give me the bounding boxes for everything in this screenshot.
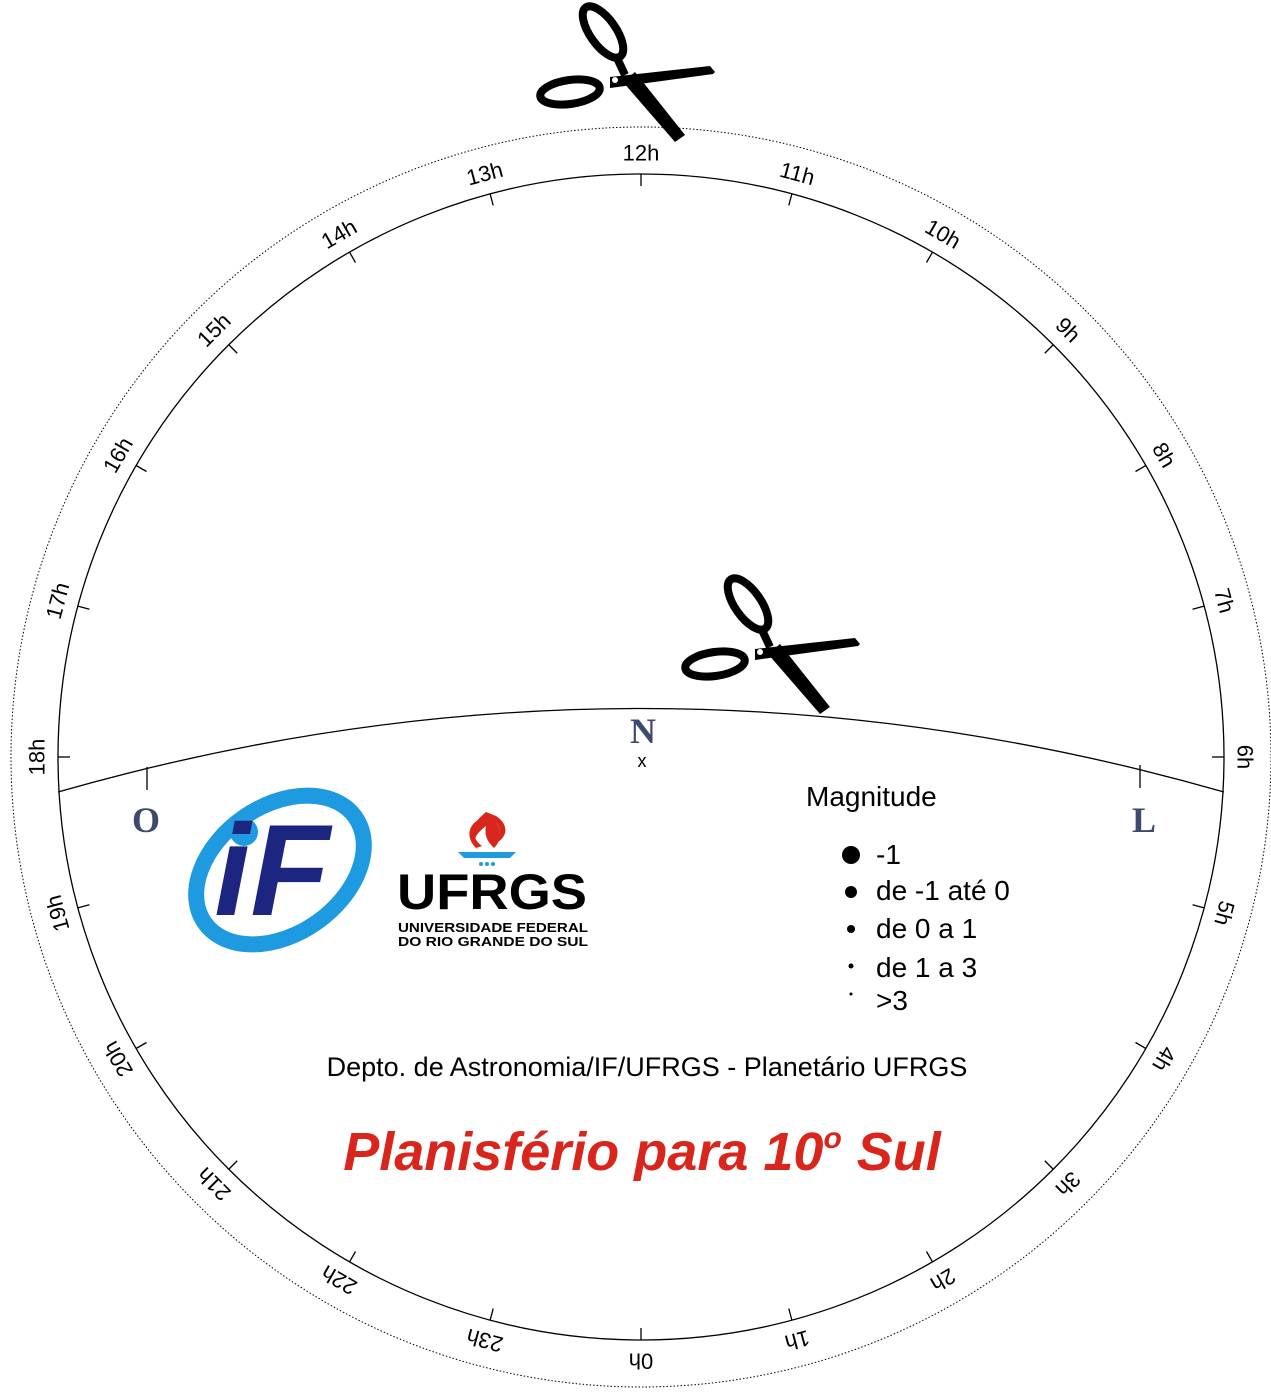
hour-label-22h: 22h [317,1260,361,1300]
ufrgs-flame-icon [471,812,506,850]
hour-tick [348,251,357,263]
credit-line: Depto. de Astronomia/IF/UFRGS - Planetár… [327,1052,968,1082]
hour-tick [135,464,147,473]
hour-tick [77,904,90,909]
legend-dot-1 [842,846,860,864]
legend-dot-3 [847,925,855,933]
hour-label-12h: 12h [623,141,660,166]
hour-tick [1192,605,1205,610]
hour-tick [925,1251,934,1263]
north-label: N [630,711,656,751]
east-label: L [1132,800,1156,840]
legend-label-5: >3 [876,985,908,1016]
hour-label-18h: 18h [25,739,50,776]
hour-label-0h: 0h [629,1349,653,1374]
hour-label-5h: 5h [1209,898,1239,928]
hour-tick [348,1251,357,1263]
hour-label-14h: 14h [317,214,361,254]
hour-label-23h: 23h [464,1324,506,1358]
hour-tick [489,193,494,206]
scissors-icon-horizon [684,572,860,714]
hour-tick [228,344,238,354]
legend-dot-5 [849,992,853,996]
legend-title: Magnitude [806,781,937,812]
west-label: O [132,800,160,840]
legend-dot-2 [845,886,857,898]
hour-label-8h: 8h [1147,438,1181,472]
ufrgs-logo: UFRGS UNIVERSIDADE FEDERAL DO RIO GRANDE… [397,812,588,949]
hour-tick [489,1308,494,1321]
hour-tick [1192,904,1205,909]
scissors-icon-top [539,0,715,142]
hour-label-3h: 3h [1051,1167,1086,1202]
hour-tick [1135,1041,1147,1050]
hour-tick [788,193,793,206]
hour-label-4h: 4h [1147,1042,1181,1076]
magnitude-legend: Magnitude -1 de -1 até 0 de 0 a 1 de 1 a… [806,781,1010,1016]
if-logo-dot [230,818,258,846]
hour-tick [1135,464,1147,473]
ufrgs-line2: DO RIO GRANDE DO SUL [398,934,588,949]
legend-dot-4 [848,963,854,969]
ufrgs-line1: UNIVERSIDADE FEDERAL [398,920,588,935]
hour-label-10h: 10h [921,214,965,254]
hour-label-2h: 2h [926,1263,960,1297]
hour-label-1h: 1h [782,1325,812,1355]
if-logo: iF [188,787,372,953]
hour-tick [1044,1160,1054,1170]
hour-label-13h: 13h [464,157,506,191]
legend-label-3: de 0 a 1 [876,913,977,944]
hour-label-20h: 20h [98,1037,138,1081]
planisphere-title: Planisfério para 10o Sul [343,1122,942,1182]
horizon-line [57,707,1225,793]
if-logo-text: iF [214,797,333,943]
hour-label-11h: 11h [777,157,817,190]
hour-label-17h: 17h [41,580,75,622]
hour-tick [77,605,90,610]
ufrgs-wordmark: UFRGS [397,864,587,920]
legend-label-1: -1 [876,839,901,870]
outer-cut-circle [10,126,1271,1388]
hour-tick [228,1160,238,1170]
hour-tick [135,1041,147,1050]
legend-label-4: de 1 a 3 [876,952,977,983]
legend-label-2: de -1 até 0 [876,875,1010,906]
north-marker: x [638,751,647,771]
title-suffix: Sul [842,1122,942,1182]
hour-label-19h: 19h [41,892,75,934]
hour-label-9h: 9h [1051,312,1086,347]
title-main: Planisfério para 10 [343,1122,823,1182]
hour-tick [788,1308,793,1321]
title-degree: o [823,1122,841,1155]
hour-tick [1044,344,1054,354]
hour-label-6h: 6h [1233,745,1258,769]
hour-label-7h: 7h [1209,586,1239,616]
hour-label-16h: 16h [98,433,138,477]
hour-tick [925,251,934,263]
